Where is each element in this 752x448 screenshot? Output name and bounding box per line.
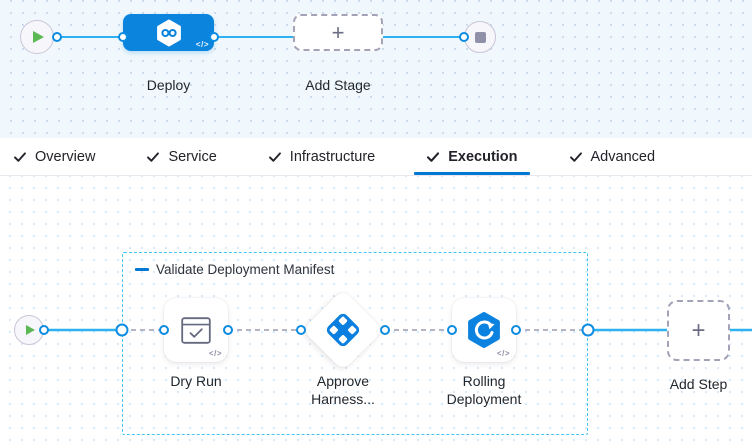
connector-port[interactable]	[39, 325, 49, 335]
deploy-stage-node[interactable]: </>	[123, 14, 214, 51]
tab-label: Overview	[35, 148, 96, 165]
pipeline-start-node	[20, 20, 54, 54]
step-dry-run[interactable]: </>	[164, 298, 228, 362]
rolling-deployment-step-icon	[468, 312, 500, 348]
step-label-approve-harness: Approve Harness...	[311, 373, 375, 408]
check-icon	[426, 150, 440, 164]
play-icon	[26, 325, 35, 335]
connector-port[interactable]	[223, 325, 233, 335]
tab-service[interactable]: Service	[134, 138, 228, 175]
connector-port[interactable]	[380, 325, 390, 335]
deploy-stage-label: Deploy	[146, 77, 191, 93]
plus-icon: +	[691, 316, 706, 344]
check-icon	[569, 150, 583, 164]
code-toggle-icon[interactable]: </>	[208, 349, 222, 358]
connector-port[interactable]	[159, 325, 169, 335]
tab-label: Execution	[448, 148, 518, 165]
code-toggle-icon[interactable]: </>	[496, 349, 510, 358]
approval-step-icon	[322, 309, 364, 351]
connector-port[interactable]	[52, 32, 62, 42]
step-label-dry-run: Dry Run	[170, 373, 222, 389]
code-toggle-icon[interactable]: </>	[195, 40, 209, 49]
tab-execution[interactable]: Execution	[414, 138, 530, 175]
pipeline-infinity-icon	[156, 19, 181, 46]
connector-port[interactable]	[447, 325, 457, 335]
tab-label: Service	[168, 148, 217, 165]
tab-label: Infrastructure	[289, 148, 376, 165]
connector-port[interactable]	[459, 32, 469, 42]
connector-port[interactable]	[511, 325, 521, 335]
tab-infrastructure[interactable]: Infrastructure	[256, 138, 387, 175]
step-label-rolling-deployment: Rolling Deployment	[446, 373, 522, 408]
connector-port[interactable]	[118, 32, 128, 42]
add-step-label: Add Step	[669, 376, 728, 392]
group-dash-icon	[135, 268, 149, 271]
plus-icon: +	[331, 19, 345, 45]
add-stage-button[interactable]: +	[293, 14, 383, 51]
tab-overview[interactable]: Overview	[1, 138, 107, 175]
tab-advanced[interactable]: Advanced	[557, 138, 668, 175]
step-group-validate-deployment-manifest[interactable]: Validate Deployment Manifest	[122, 252, 588, 435]
connector-port[interactable]	[209, 32, 219, 42]
step-rolling-deployment[interactable]: </>	[452, 298, 516, 362]
pipeline-end-node	[464, 21, 496, 53]
connector-port[interactable]	[296, 325, 306, 335]
stop-icon	[474, 31, 486, 43]
tab-label: Advanced	[590, 148, 656, 165]
step-group-title: Validate Deployment Manifest	[156, 262, 335, 277]
check-icon	[13, 150, 27, 164]
add-step-button[interactable]: +	[667, 300, 730, 361]
stage-tabs: Overview Service Infrastructure Executio…	[0, 138, 752, 176]
step-approve-harness[interactable]	[301, 288, 385, 372]
step-group-header: Validate Deployment Manifest	[135, 262, 334, 277]
execution-graph-canvas[interactable]: Validate Deployment Manifest </>	[0, 176, 752, 448]
check-icon	[268, 150, 282, 164]
stage-graph-canvas[interactable]: </> + Deploy Add Stage	[0, 0, 752, 138]
connector-port[interactable]	[581, 323, 595, 337]
check-icon	[146, 150, 160, 164]
dry-run-step-icon	[181, 316, 211, 344]
connector-port[interactable]	[115, 323, 129, 337]
play-icon	[33, 31, 44, 43]
add-stage-label: Add Stage	[305, 77, 371, 93]
